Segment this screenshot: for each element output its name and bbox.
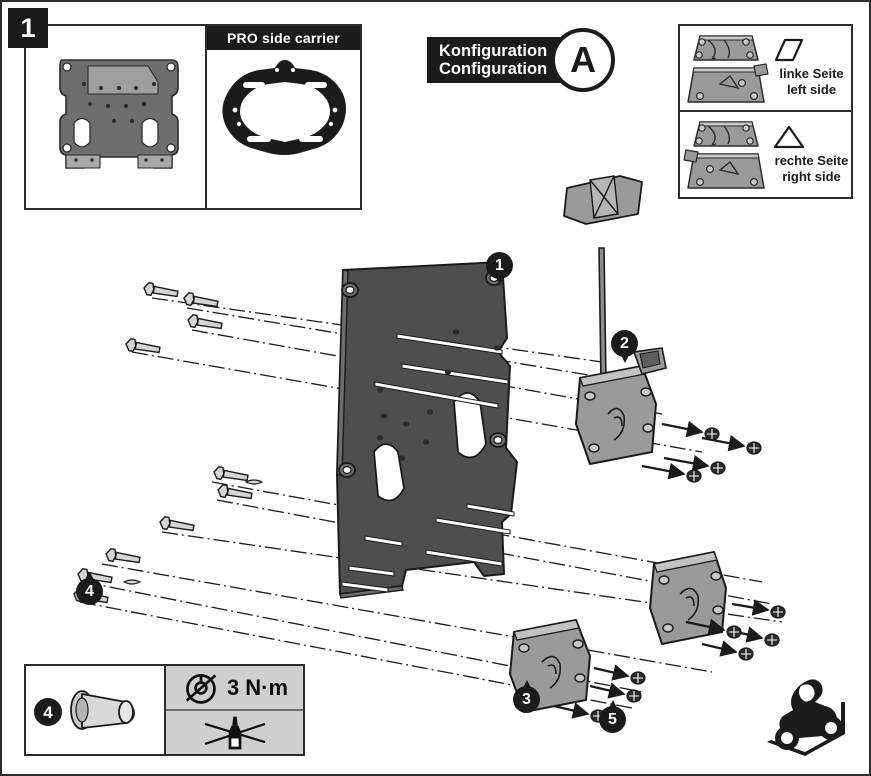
left-side-bracket-illustration bbox=[680, 26, 772, 110]
crossed-out-glue-bottle-icon bbox=[204, 716, 265, 749]
pro-side-carrier-illustration bbox=[207, 26, 360, 208]
callout-3-bubble bbox=[513, 686, 540, 713]
callout-1-bubble bbox=[486, 252, 513, 279]
configuration-label-en: Configuration bbox=[439, 60, 548, 78]
callout-5-number: 5 bbox=[608, 710, 617, 728]
no-threadlocker-cell bbox=[166, 711, 303, 754]
left-side-label-de: linke Seite bbox=[779, 66, 844, 81]
fastener-spec-cell: 4 bbox=[26, 666, 166, 754]
left-side-label-en: left side bbox=[786, 82, 837, 98]
nut-fasteners bbox=[590, 427, 786, 723]
callout-1: 1 bbox=[486, 252, 513, 285]
rivet-screw-illustration bbox=[70, 690, 135, 730]
configuration-label-de: Konfiguration bbox=[439, 41, 548, 60]
exploded-assembly-diagram bbox=[2, 152, 871, 723]
right-side-label-de: rechte Seite bbox=[774, 152, 849, 168]
callout-4-bubble bbox=[76, 578, 103, 605]
triangle-icon bbox=[772, 124, 851, 150]
step-number-badge: 1 bbox=[8, 8, 48, 48]
callout-4: 4 bbox=[76, 572, 103, 605]
torque-value-text: 3 N·m bbox=[226, 674, 289, 700]
legend-row-left-side: linke Seite left side bbox=[680, 26, 851, 112]
screw-fasteners bbox=[73, 282, 264, 604]
fastener-torque-panel: 4 3 bbox=[24, 664, 305, 756]
callout-2-bubble bbox=[611, 330, 638, 357]
upper-bracket-part bbox=[575, 347, 667, 465]
torque-spec-column: 3 N·m bbox=[166, 666, 303, 754]
torque-value-cell: 3 N·m bbox=[166, 666, 303, 711]
configuration-letter: A bbox=[570, 39, 597, 80]
quantity-bubble: 4 bbox=[34, 698, 62, 726]
callout-2-number: 2 bbox=[620, 334, 629, 352]
right-side-label-en: right side bbox=[782, 168, 841, 184]
parts-cell-pro-side-carrier: PRO side carrier bbox=[206, 26, 360, 208]
fastener-quantity-text: 4 bbox=[43, 703, 53, 722]
left-side-legend-text: linke Seite left side bbox=[772, 37, 851, 99]
right-side-bracket-illustration bbox=[680, 112, 772, 198]
side-legend: linke Seite left side bbox=[678, 24, 853, 199]
parts-cell-adapter-plate bbox=[26, 26, 207, 208]
crossed-out-torque-wrench-icon bbox=[185, 673, 217, 704]
tool-rod-part bbox=[563, 175, 643, 383]
parallelogram-icon bbox=[772, 37, 851, 63]
right-side-legend-text: rechte Seite right side bbox=[772, 124, 851, 186]
callout-5: 5 bbox=[599, 700, 626, 733]
configuration-letter-circle: A bbox=[551, 28, 616, 92]
callout-1-number: 1 bbox=[495, 256, 504, 274]
adapter-plate-illustration bbox=[26, 26, 205, 208]
motorcycle-rider-icon bbox=[759, 672, 855, 764]
callout-2: 2 bbox=[611, 330, 638, 363]
configuration-label: Konfiguration Configuration bbox=[427, 36, 576, 84]
callout-5-bubble bbox=[599, 706, 626, 733]
parts-overview-panel: PRO side carrier bbox=[24, 24, 362, 210]
callout-3: 3 bbox=[513, 680, 540, 713]
step-number-label: 1 bbox=[20, 12, 36, 43]
callout-4-number: 4 bbox=[85, 582, 94, 600]
middle-bracket-part bbox=[649, 551, 727, 645]
adapter-plate-part bbox=[336, 261, 518, 599]
pro-side-carrier-header: PRO side carrier bbox=[206, 26, 360, 50]
configuration-badge: Konfiguration Configuration A bbox=[427, 28, 616, 92]
callout-3-number: 3 bbox=[522, 690, 531, 708]
legend-row-right-side: rechte Seite right side bbox=[680, 112, 851, 198]
